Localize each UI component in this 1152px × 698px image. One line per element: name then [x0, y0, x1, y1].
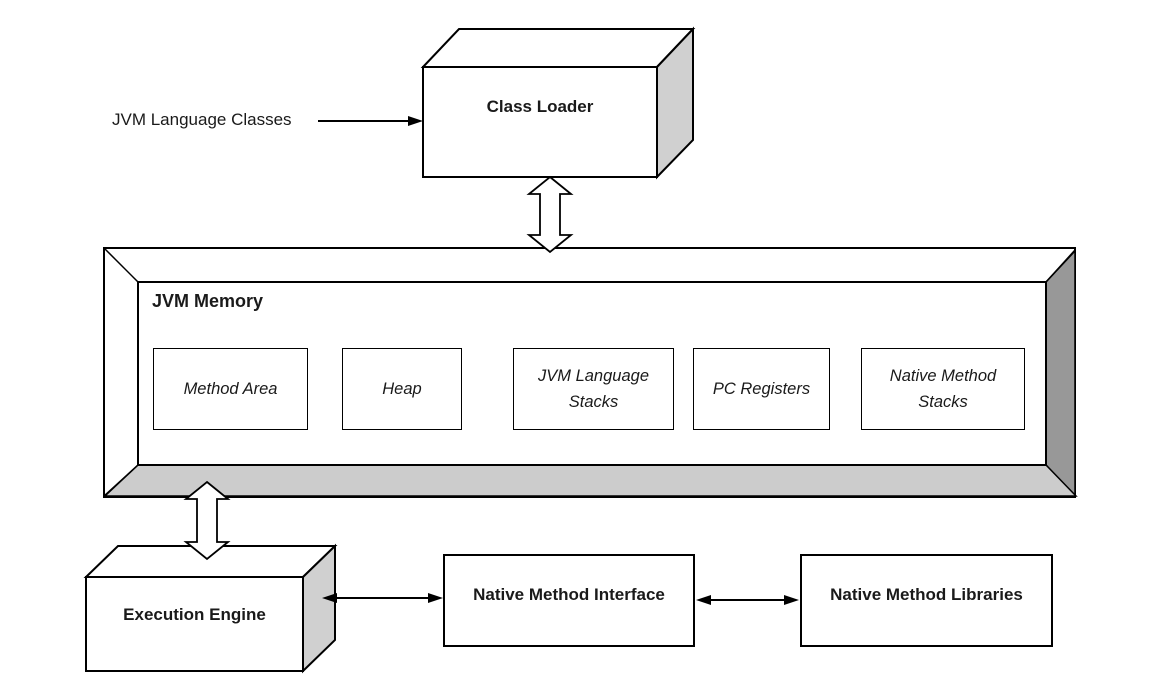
execution-engine-box — [83, 543, 338, 674]
class-loader-label: Class Loader — [486, 97, 594, 116]
arrowhead-right-icon — [784, 595, 799, 605]
execution-engine-front-face — [85, 576, 304, 672]
memory-component-label: Native Method Stacks — [889, 367, 997, 411]
native-method-interface-box — [443, 554, 695, 647]
native-method-libraries-label: Native Method Libraries — [830, 585, 1023, 604]
frame-diagonal-top-right — [1045, 249, 1076, 283]
memory-component-jvm-language-stacks: JVM Language Stacks — [513, 348, 674, 430]
arrowhead-left-icon — [322, 593, 337, 603]
execution-engine-nmi-arrow — [322, 593, 443, 603]
class-loader-front-face — [422, 66, 658, 178]
class-loader-top-face — [420, 28, 696, 68]
memory-component-label: Heap — [382, 380, 422, 398]
memory-component-method-area: Method Area — [153, 348, 308, 430]
arrowhead-left-icon — [696, 595, 711, 605]
jvm-memory-label: JVM Memory — [152, 291, 264, 311]
arrowhead-right-icon — [428, 593, 443, 603]
memory-component-heap: Heap — [342, 348, 462, 430]
memory-component-label: PC Registers — [712, 380, 811, 398]
frame-diagonal-bottom-left — [103, 464, 139, 497]
jvm-language-classes-label: JVM Language Classes — [112, 110, 292, 129]
memory-component-pc-registers: PC Registers — [693, 348, 830, 430]
classloader-memory-double-arrow-icon — [526, 175, 574, 254]
memory-component-label: Method Area — [183, 380, 278, 398]
arrowhead-right-icon — [408, 116, 423, 126]
jvm-memory-bottom-face — [103, 464, 1078, 497]
input-arrow — [318, 116, 423, 126]
nmi-nml-arrow — [696, 595, 799, 605]
jvm-memory-right-face — [1045, 249, 1076, 498]
frame-diagonal-top-left — [103, 247, 139, 283]
execution-engine-label: Execution Engine — [123, 605, 266, 624]
native-method-interface-label: Native Method Interface — [473, 585, 665, 604]
memory-component-label: JVM Language Stacks — [538, 367, 649, 411]
memory-execution-double-arrow-icon — [183, 480, 231, 561]
memory-component-native-method-stacks: Native Method Stacks — [861, 348, 1025, 430]
class-loader-box — [420, 26, 696, 180]
native-method-libraries-box — [800, 554, 1053, 647]
